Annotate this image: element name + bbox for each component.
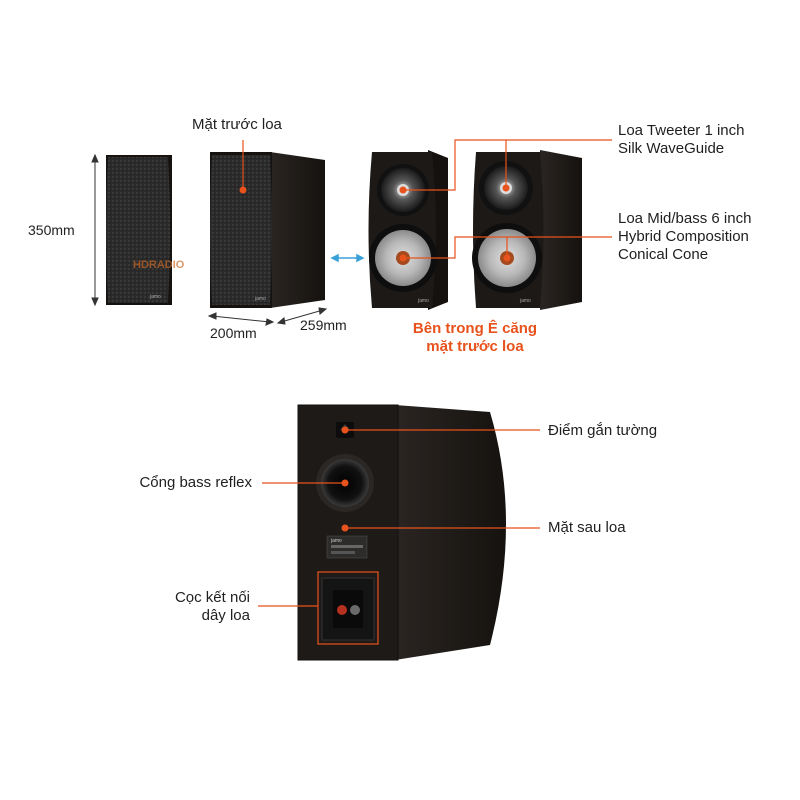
label-front-grille: Mặt trước loa (192, 116, 282, 133)
svg-text:jamo: jamo (254, 296, 266, 302)
svg-text:jamo: jamo (330, 538, 342, 544)
label-bass-reflex: Cổng bass reflex (139, 474, 252, 491)
label-midbass: Loa Mid/bass 6 inch Hybrid Composition C… (618, 210, 751, 264)
speaker-rear-view: jamo (297, 404, 506, 661)
spec-plate: jamo (326, 535, 368, 559)
label-inside-note: Bên trong Ê căng mặt trước loa (395, 320, 555, 356)
watermark-text: HDRADIO (133, 259, 185, 271)
dimension-depth: 259mm (300, 317, 347, 333)
callout-lines (242, 139, 612, 645)
label-inside-line2: mặt trước loa (426, 338, 524, 355)
label-tweeter: Loa Tweeter 1 inch Silk WaveGuide (618, 122, 744, 158)
speaker-open-left: jamo (368, 150, 448, 310)
speaker-grille-right: jamo (210, 152, 325, 308)
label-tweeter-line1: Loa Tweeter 1 inch (618, 122, 745, 139)
callout-dots (239, 184, 511, 532)
label-midbass-line2: Hybrid Composition (618, 228, 749, 245)
label-tweeter-line2: Silk WaveGuide (618, 140, 725, 157)
svg-text:jamo: jamo (417, 298, 429, 304)
label-terminal-line2: dây loa (201, 607, 250, 624)
watermark-logo: HDRADIO (133, 259, 185, 271)
speaker-open-right: jamo (472, 150, 582, 310)
label-terminal-line1: Cọc kết nối (174, 589, 250, 606)
speaker-grille-left: jamo (106, 155, 172, 305)
label-rear-panel: Mặt sau loa (548, 519, 626, 536)
svg-text:jamo: jamo (519, 298, 531, 304)
label-terminal: Cọc kết nối dây loa (140, 589, 250, 625)
dimension-height: 350mm (28, 222, 75, 238)
label-inside-line1: Bên trong Ê căng (412, 320, 538, 337)
dimension-width: 200mm (210, 325, 257, 341)
blue-double-arrow (330, 253, 365, 263)
dimension-lines (91, 153, 328, 326)
label-wall-mount: Điểm gắn tường (548, 422, 658, 439)
label-midbass-line1: Loa Mid/bass 6 inch (618, 210, 752, 227)
svg-text:jamo: jamo (149, 294, 161, 300)
terminal-plate (321, 577, 375, 641)
label-midbass-line3: Conical Cone (618, 246, 709, 263)
